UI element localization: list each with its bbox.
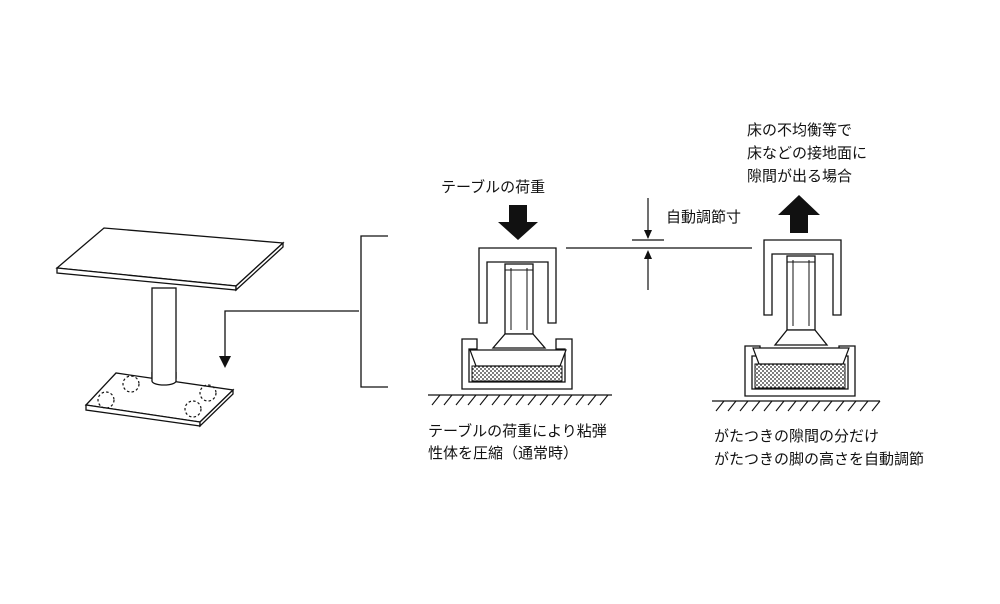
bolt-shaft bbox=[786, 255, 816, 331]
adjuster-normal bbox=[428, 205, 612, 406]
adjuster-gap bbox=[712, 195, 881, 412]
press-plate bbox=[752, 347, 850, 365]
load-arrow-icon bbox=[498, 205, 538, 240]
table-illustration bbox=[55, 227, 285, 428]
leader-line bbox=[219, 310, 359, 368]
press-plate bbox=[469, 349, 567, 367]
lift-arrow-icon bbox=[778, 195, 820, 233]
cup-body bbox=[478, 247, 557, 324]
gap-note-line: 床などの接地面に bbox=[747, 144, 868, 162]
auto-adjust-label: 自動調節寸 bbox=[666, 208, 742, 226]
housing bbox=[461, 338, 573, 390]
table-load-label: テーブルの荷重 bbox=[441, 178, 546, 196]
elastic-pad bbox=[754, 363, 846, 389]
adjust-dimension bbox=[566, 198, 752, 290]
elastic-pad bbox=[471, 365, 563, 382]
gap-note-line: 床の不均衡等で bbox=[747, 121, 853, 139]
gap-caption-line: がたつきの隙間の分だけ bbox=[714, 427, 880, 445]
normal-caption: テーブルの荷重により粘弾性体を圧縮（通常時） bbox=[428, 422, 607, 462]
table-leg bbox=[151, 287, 177, 379]
floor-hatch bbox=[431, 394, 609, 406]
bolt-cone bbox=[773, 329, 829, 346]
adjuster-marker bbox=[199, 384, 217, 402]
gap-caption-line: がたつきの脚の高さを自動調節 bbox=[714, 450, 925, 468]
table-top-side bbox=[235, 241, 284, 292]
detail-bracket bbox=[360, 235, 388, 388]
cup-body bbox=[763, 239, 842, 316]
adjuster-marker bbox=[97, 391, 115, 409]
bolt-cone bbox=[491, 333, 547, 349]
floor-hatch bbox=[715, 400, 881, 412]
bolt-shaft bbox=[504, 263, 534, 335]
table-base-side bbox=[199, 388, 234, 428]
gap-note-line: 隙間が出る場合 bbox=[747, 167, 853, 185]
adjuster-marker bbox=[184, 400, 202, 418]
adjuster-marker bbox=[122, 375, 140, 393]
